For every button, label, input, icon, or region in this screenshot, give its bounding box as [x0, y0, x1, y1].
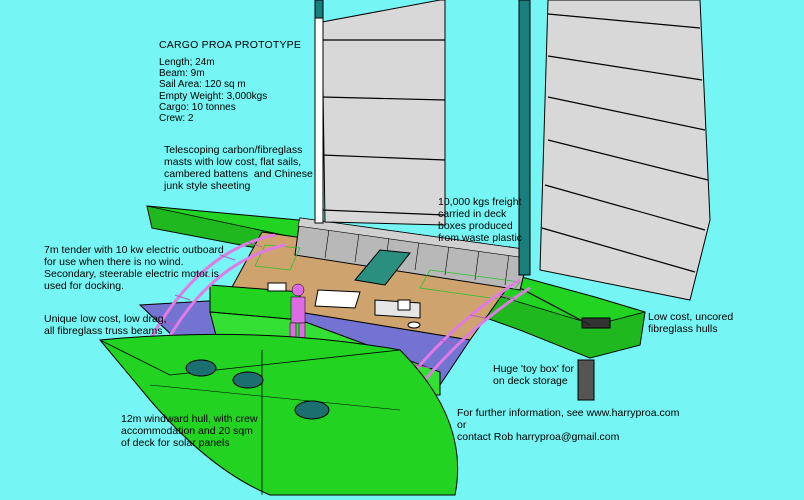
toybox-annotation: Huge 'toy box' for on deck storage — [493, 363, 575, 387]
truss-diagonals — [159, 241, 516, 393]
deck-grid — [254, 244, 521, 301]
cargo-boxes — [294, 217, 531, 291]
contact-info: For further information, see www.harrypr… — [457, 407, 680, 443]
spec-crew: Crew: 2 — [159, 113, 194, 125]
tender-boat — [267, 282, 421, 329]
spec-cargo: Cargo: 10 tonnes — [159, 101, 236, 113]
spec-length: Length; 24m — [159, 57, 215, 68]
diagram-title: CARGO PROA PROTOTYPE — [159, 39, 302, 51]
spec-empty-weight: Empty Weight: 3,000kgs — [159, 90, 268, 102]
rudder — [519, 287, 611, 401]
left-sail — [321, 0, 446, 226]
spec-sail-area: Sail Area: 120 sq m — [159, 79, 246, 91]
spec-list: Length; 24m Beam: 9m Sail Area: 120 sq m… — [159, 57, 267, 124]
right-sail — [539, 0, 711, 301]
windward-hull-annotation: 12m windward hull, with crew accommodati… — [121, 413, 258, 449]
right-mast — [518, 0, 531, 276]
windward-hull — [99, 333, 459, 496]
spec-beam: Beam: 9m — [159, 68, 205, 80]
truss-annotation: Unique low cost, low drag, all fibreglas… — [44, 313, 167, 337]
left-mast — [314, 0, 324, 224]
tender-annotation: 7m tender with 10 kw electric outboard f… — [44, 244, 224, 292]
masts-annotation: Telescoping carbon/fibreglass masts with… — [164, 144, 313, 192]
freight-annotation: 10,000 kgs freight carried in deck boxes… — [438, 196, 523, 244]
hulls-annotation: Low cost, uncored fibreglass hulls — [648, 311, 734, 335]
